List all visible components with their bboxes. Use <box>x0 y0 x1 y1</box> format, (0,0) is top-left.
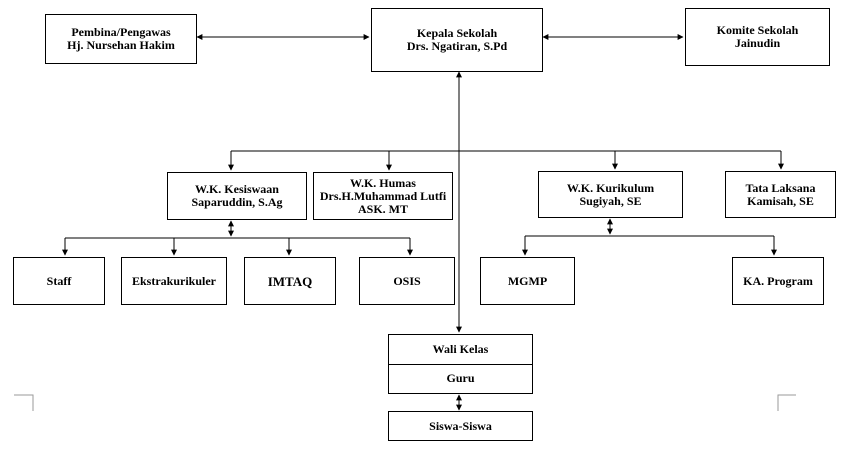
humas-degree: ASK. MT <box>357 201 408 216</box>
humas-name: Drs.H.Muhammad Lutfi <box>319 188 447 203</box>
staff-label: Staff <box>46 273 72 288</box>
node-wk-kurikulum: W.K. Kurikulum Sugiyah, SE <box>538 171 683 218</box>
node-siswa: Siswa-Siswa <box>388 411 533 441</box>
kepala-name: Drs. Ngatiran, S.Pd <box>406 39 508 53</box>
wali-kelas-label: Wali Kelas <box>432 341 489 356</box>
node-mgmp: MGMP <box>480 257 575 305</box>
kurikulum-name: Sugiyah, SE <box>579 193 642 208</box>
guru-cell: Guru <box>389 363 532 394</box>
ka-program-label: KA. Program <box>743 273 813 288</box>
node-imtaq: IMTAQ <box>244 257 336 305</box>
ekstrakurikuler-label: Ekstrakurikuler <box>131 273 216 288</box>
node-komite-sekolah: Komite Sekolah Jainudin <box>685 8 830 66</box>
kepala-title: Kepala Sekolah <box>416 26 498 40</box>
node-ka-program: KA. Program <box>732 257 824 305</box>
komite-title: Komite Sekolah <box>716 23 799 37</box>
corner-mark-right <box>777 394 796 411</box>
node-pembina: Pembina/Pengawas Hj. Nursehan Hakim <box>45 14 197 64</box>
tata-laksana-title: Tata Laksana <box>745 180 816 195</box>
node-ekstrakurikuler: Ekstrakurikuler <box>121 257 227 305</box>
kurikulum-title: W.K. Kurikulum <box>566 180 655 195</box>
tata-laksana-name: Kamisah, SE <box>747 193 814 208</box>
pembina-name: Hj. Nursehan Hakim <box>67 38 175 52</box>
kesiswaan-title: W.K. Kesiswaan <box>195 182 279 196</box>
node-staff: Staff <box>13 257 105 305</box>
corner-mark-left <box>14 394 34 411</box>
node-wk-kesiswaan: W.K. Kesiswaan Saparuddin, S.Ag <box>167 172 307 220</box>
siswa-label: Siswa-Siswa <box>429 418 492 433</box>
guru-label: Guru <box>446 371 475 386</box>
node-tata-laksana: Tata Laksana Kamisah, SE <box>725 171 836 218</box>
wali-kelas-cell: Wali Kelas <box>389 335 532 364</box>
osis-label: OSIS <box>393 273 421 288</box>
node-wali-kelas-guru: Wali Kelas Guru <box>388 334 533 394</box>
node-kepala-sekolah: Kepala Sekolah Drs. Ngatiran, S.Pd <box>371 8 543 72</box>
pembina-title: Pembina/Pengawas <box>71 25 171 39</box>
node-osis: OSIS <box>359 257 455 305</box>
node-wk-humas: W.K. Humas Drs.H.Muhammad Lutfi ASK. MT <box>313 172 453 220</box>
imtaq-label: IMTAQ <box>267 273 313 289</box>
humas-title: W.K. Humas <box>350 175 416 190</box>
mgmp-label: MGMP <box>507 273 548 288</box>
komite-name: Jainudin <box>734 36 781 50</box>
kesiswaan-name: Saparuddin, S.Ag <box>191 195 283 209</box>
